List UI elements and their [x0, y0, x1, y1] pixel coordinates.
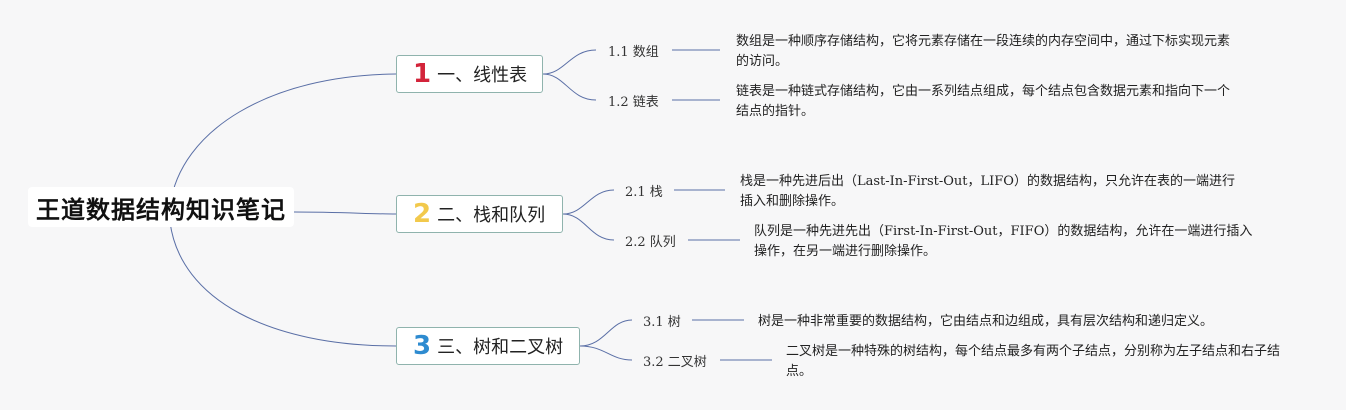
subtopic-node-2-2[interactable]: 2.2 队列: [625, 235, 676, 250]
topic-label: 一、线性表: [437, 65, 528, 86]
topic-node-3[interactable]: 3 三、树和二叉树: [396, 327, 580, 365]
connector-topic-1-sub-1: [542, 49, 597, 75]
description-1-1: 数组是一种顺序存储结构，它将元素存储在一段连续的内存空间中，通过下标实现元素的访…: [736, 34, 1231, 69]
topic-label: 二、栈和队列: [437, 205, 546, 226]
topic-node-2[interactable]: 2 二、栈和队列: [396, 195, 563, 233]
description-2-2: 队列是一种先进先出（First-In-First-Out，FIFO）的数据结构，…: [754, 224, 1253, 259]
description-3-2: 二叉树是一种特殊的树结构，每个结点最多有两个子结点，分别称为左子结点和右子结点。: [786, 344, 1281, 379]
subtopic-node-2-1[interactable]: 2.1 栈: [625, 185, 663, 200]
number-2-icon: 2: [413, 199, 432, 229]
subtopic-node-1-1[interactable]: 1.1 数组: [608, 45, 659, 60]
connector-topic-2-sub-2: [562, 213, 615, 241]
description-2-1: 栈是一种先进后出（Last-In-First-Out，LIFO）的数据结构，只允…: [740, 174, 1235, 209]
subtopic-node-3-1[interactable]: 3.1 树: [643, 315, 681, 330]
description-3-1: 树是一种非常重要的数据结构，它由结点和边组成，具有层次结构和递归定义。: [758, 314, 1214, 329]
connector-topic-1-sub-2: [542, 73, 597, 101]
connector-root-topic-2: [293, 211, 397, 215]
root-node[interactable]: 王道数据结构知识笔记: [28, 187, 294, 227]
connector-topic-3-sub-2: [579, 345, 633, 361]
connector-topic-2-sub-1: [562, 189, 615, 215]
topic-label: 三、树和二叉树: [437, 337, 564, 358]
subtopic-node-1-2[interactable]: 1.2 链表: [608, 95, 659, 110]
connector-root-topic-1: [169, 73, 397, 207]
number-1-icon: 1: [413, 59, 432, 89]
connector-topic-3-sub-1: [579, 319, 633, 347]
connector-root-topic-3: [169, 221, 397, 347]
number-3-icon: 3: [413, 331, 432, 361]
description-1-2: 链表是一种链式存储结构，它由一系列结点组成，每个结点包含数据元素和指向下一个结点…: [736, 84, 1231, 119]
subtopic-node-3-2[interactable]: 3.2 二叉树: [643, 355, 707, 370]
topic-node-1[interactable]: 1 一、线性表: [396, 55, 543, 93]
